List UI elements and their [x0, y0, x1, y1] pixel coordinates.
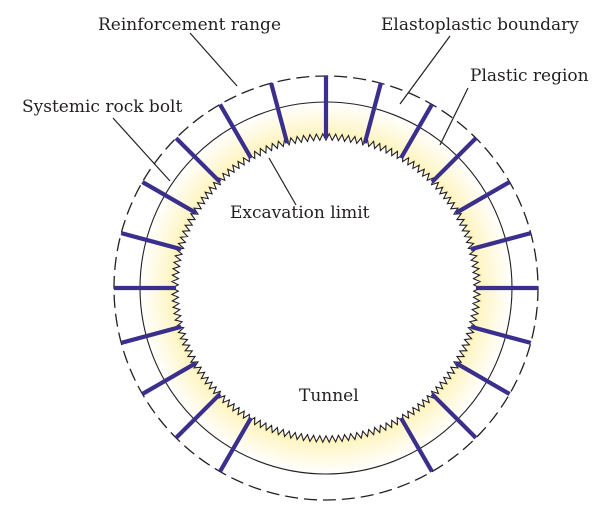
excavation-limit-leader — [268, 157, 297, 206]
rock-bolt — [430, 136, 478, 184]
rock-bolt — [399, 416, 434, 473]
rock-bolt — [470, 324, 532, 345]
rock-bolt — [454, 361, 511, 396]
rock-bolt — [218, 103, 253, 160]
rock-bolt — [399, 103, 434, 160]
rock-bolt — [120, 324, 182, 345]
rock-bolt — [141, 180, 198, 215]
plastic-region-label: Plastic region — [470, 66, 589, 86]
elastoplastic-boundary-label: Elastoplastic boundary — [381, 15, 579, 35]
systemic-rock-bolt-label: Systemic rock bolt — [22, 97, 182, 117]
rock-bolt — [430, 392, 478, 440]
rock-bolt — [120, 231, 182, 252]
rock-bolt — [470, 231, 532, 252]
rock-bolt — [218, 416, 253, 473]
reinforcement-range-label: Reinforcement range — [98, 15, 281, 35]
rock-bolt — [454, 180, 511, 215]
excavation-limit-label: Excavation limit — [230, 203, 370, 223]
tunnel-label: Tunnel — [299, 386, 359, 406]
elastoplastic-boundary-leader — [399, 35, 451, 105]
rock-bolt — [174, 392, 222, 440]
rock-bolt — [362, 82, 383, 144]
rock-bolt — [174, 136, 222, 184]
rock-bolt-group — [114, 76, 538, 473]
plastic-region-leader — [439, 87, 469, 146]
reinforcement-range-leader — [189, 32, 238, 87]
systemic-rock-bolt-leader — [112, 117, 171, 182]
rock-bolt — [141, 361, 198, 396]
rock-bolt — [269, 82, 290, 144]
